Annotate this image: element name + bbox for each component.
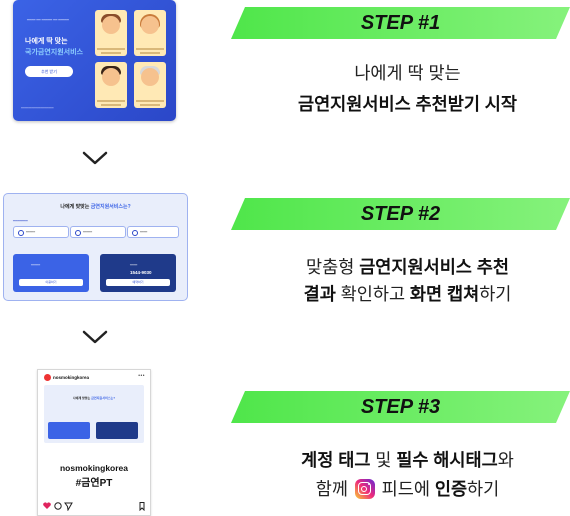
step2-label: STEP #2: [360, 203, 441, 225]
thumb2-section-label: ━━━━━━━: [13, 219, 28, 223]
post-account-name: nosmokingkorea: [53, 375, 90, 380]
thumb2-card-a-label: ━━━━━: [31, 263, 41, 267]
step3-label: STEP #3: [360, 396, 441, 418]
step2-line2: 결과 확인하고 화면 캡쳐하기: [303, 284, 512, 304]
thumb1-headline-2: 국가금연지원서비스: [25, 49, 83, 56]
step3-instagram-post: nosmokingkorea ••• 나에게 맞맞는 금연지원서비스는? nos…: [37, 369, 151, 516]
post-image-card-b: [96, 422, 138, 439]
post-overlay-hashtag: #금연PT: [75, 478, 113, 489]
thumb2-option: ━━━━: [127, 226, 179, 238]
send-icon: [64, 502, 73, 511]
post-image-card-a: [48, 422, 90, 439]
thumb2-option: ━━━━━: [13, 226, 69, 238]
post-overlay-account: nosmokingkorea: [59, 463, 129, 473]
post-image-title: 나에게 맞맞는 금연지원서비스는?: [72, 396, 116, 400]
comment-icon: [54, 502, 62, 510]
step1-line1: 나에게 딱 맞는: [354, 63, 461, 83]
thumb2-service-card-b: ━━━━ 1544-9030 예약하기: [100, 254, 176, 292]
step3-banner: STEP #3: [231, 391, 570, 423]
thumb2-card-b-label: ━━━━: [130, 263, 138, 267]
thumb2-card-a-button: 이용하기: [19, 279, 83, 286]
more-options-icon: •••: [138, 373, 145, 379]
avatar: [44, 374, 51, 381]
instagram-icon: [354, 479, 375, 499]
bookmark-icon: [139, 502, 145, 511]
thumb1-start-button: 추천 받기: [25, 66, 73, 77]
step1-label: STEP #1: [360, 12, 441, 34]
avatar-card-elder: [134, 62, 166, 108]
thumb2-option: ━━━━━: [70, 226, 126, 238]
thumb2-title: 나에게 맞맞는 금연지원서비스는?: [60, 204, 131, 210]
thumb2-card-b-button: 예약하기: [106, 279, 170, 286]
step1-screenshot: ━━━━ ━━ ━━━━━ ━━ ━━━━━ 나에게 딱 맞는 국가금연지원서비…: [13, 0, 176, 121]
step3-line1: 계정 태그 및 필수 해시태그와: [301, 450, 514, 470]
chevron-down-icon: [82, 330, 108, 344]
thumb1-caption: ━━━━ ━━ ━━━━━ ━━ ━━━━━: [27, 18, 69, 22]
post-action-bar: [43, 502, 145, 511]
avatar-card-man: [95, 10, 127, 56]
chevron-down-icon: [82, 151, 108, 165]
thumb1-headline-1: 나에게 딱 맞는: [25, 38, 68, 45]
step2-banner: STEP #2: [231, 198, 570, 230]
thumb2-card-b-number: 1544-9030: [130, 270, 152, 275]
heart-icon: [43, 502, 51, 509]
thumb2-service-card-a: ━━━━━ 이용하기: [13, 254, 89, 292]
avatar-card-boy: [95, 62, 127, 108]
thumb1-footnote: ━━━━━━━━━━━━━━━━━━: [21, 106, 54, 110]
avatar-card-woman: [134, 10, 166, 56]
step1-banner: STEP #1: [231, 7, 570, 39]
step3-line2: 함께 피드에 인증하기: [315, 479, 500, 499]
step2-screenshot: 나에게 맞맞는 금연지원서비스는? ━━━━━━━ ━━━━━ ━━━━━ ━━…: [3, 193, 188, 301]
step1-line2: 금연지원서비스 추천받기 시작: [297, 94, 518, 114]
step2-line1: 맞춤형 금연지원서비스 추천: [306, 257, 509, 277]
